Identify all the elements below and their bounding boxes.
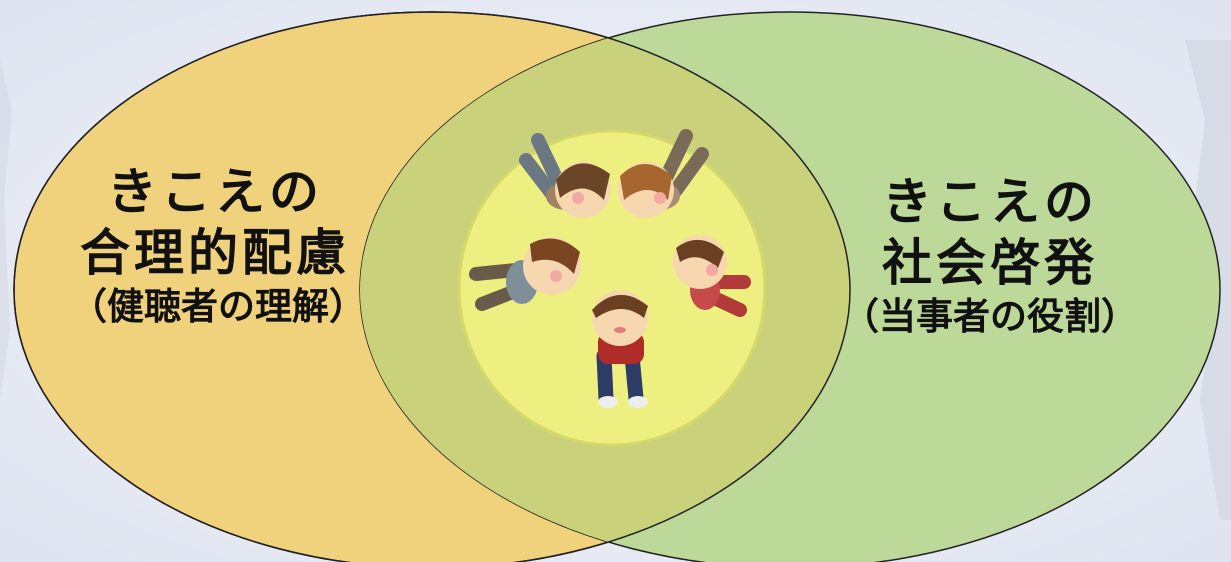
- clay-figure: [519, 133, 611, 218]
- background-texture: [1185, 40, 1231, 520]
- right-circle-label: きこえの 社会啓発 （当事者の役割）: [820, 172, 1160, 339]
- right-circle-line2: 社会啓発: [882, 234, 1098, 292]
- left-circle-line2: 合理的配慮: [80, 224, 350, 282]
- clay-figure: [469, 237, 581, 311]
- left-circle-line3: （健聴者の理解）: [70, 285, 366, 328]
- left-circle-outline: [13, 11, 851, 562]
- left-circle-label: きこえの 合理的配慮 （健聴者の理解）: [70, 162, 366, 329]
- clay-figure: [673, 235, 751, 317]
- left-circle-line1: きこえの: [107, 163, 323, 221]
- center-photo: [457, 129, 767, 447]
- background-texture-left: [0, 60, 12, 400]
- clay-figure: [618, 129, 709, 218]
- clay-figure: [592, 290, 648, 408]
- right-circle-line1: きこえの: [882, 173, 1098, 231]
- right-circle-line3: （当事者の役割）: [842, 295, 1138, 338]
